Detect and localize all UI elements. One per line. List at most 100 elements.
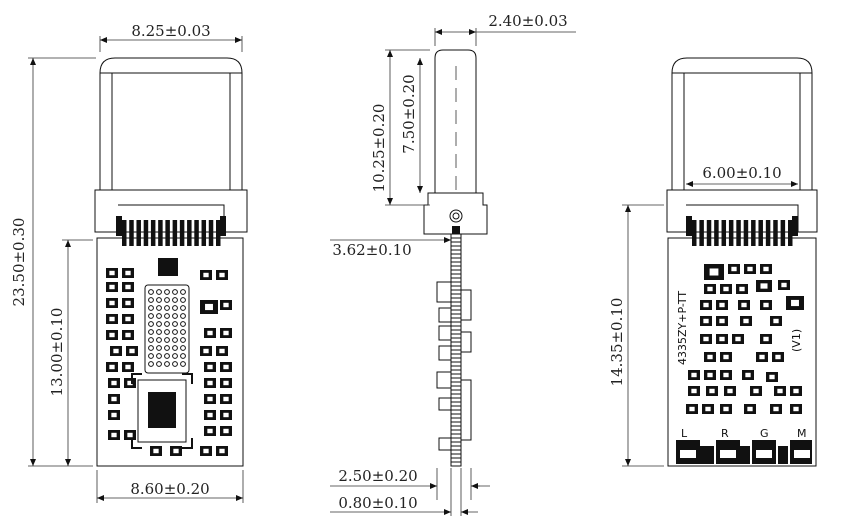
smd-pad bbox=[109, 300, 115, 306]
bga-ball bbox=[156, 289, 162, 295]
smd-pad bbox=[763, 302, 769, 308]
smd-pad bbox=[703, 302, 709, 308]
connector-pin bbox=[788, 220, 793, 246]
smd-pad bbox=[703, 318, 709, 324]
solder-pad bbox=[740, 446, 750, 464]
smd-pad bbox=[747, 406, 753, 412]
bga-ball bbox=[148, 345, 154, 351]
smd-pad bbox=[791, 299, 799, 307]
smd-pad bbox=[691, 372, 697, 378]
smd-pad bbox=[125, 332, 131, 338]
smd-pad bbox=[223, 302, 229, 308]
smd-pad bbox=[205, 303, 213, 311]
bga-ball bbox=[172, 313, 178, 319]
connector-lug bbox=[792, 216, 798, 236]
smd-pad bbox=[719, 302, 725, 308]
bga-ball bbox=[164, 361, 170, 367]
dim-back-length-text: 14.35±0.10 bbox=[608, 298, 626, 387]
back-dim-width: 6.00±0.10 bbox=[686, 164, 798, 187]
bga-ball bbox=[156, 305, 162, 311]
connector-pin bbox=[122, 220, 127, 246]
smd-pad bbox=[113, 348, 119, 354]
bga-ball bbox=[148, 353, 154, 359]
smd-pad bbox=[727, 388, 733, 394]
smd-pad bbox=[777, 388, 783, 394]
smd-pad bbox=[793, 388, 799, 394]
smd-pad bbox=[127, 432, 133, 438]
smd-pad bbox=[719, 318, 725, 324]
front-dim-width-top: 8.25±0.03 bbox=[99, 22, 243, 52]
bga-ball bbox=[180, 289, 186, 295]
back-dim-length: 14.35±0.10 bbox=[608, 204, 664, 467]
front-dim-length-pcb: 13.00±0.10 bbox=[48, 239, 93, 466]
smd-pad bbox=[723, 406, 729, 412]
smd-pad bbox=[109, 332, 115, 338]
side-connector-body bbox=[423, 192, 488, 235]
bga-ball bbox=[172, 321, 178, 327]
connector-pin bbox=[136, 220, 141, 246]
smd-pad bbox=[219, 448, 225, 454]
connector-pin bbox=[743, 220, 749, 246]
smd-pad bbox=[153, 448, 159, 454]
side-tip bbox=[434, 49, 477, 194]
connector-lug bbox=[116, 216, 122, 236]
connector-pin bbox=[187, 220, 192, 246]
outline-bracket bbox=[131, 373, 142, 384]
back-pad-label-m: M bbox=[797, 427, 807, 440]
smd-pad bbox=[219, 348, 225, 354]
smd-pad bbox=[109, 270, 115, 276]
back-usb-c-shell bbox=[666, 57, 818, 233]
dim-length-pcb-text: 13.00±0.10 bbox=[48, 308, 66, 397]
back-solder-pads bbox=[676, 440, 812, 464]
smd-pad bbox=[705, 406, 711, 412]
solder-pad-gap bbox=[680, 450, 696, 458]
smd-pad bbox=[703, 336, 709, 342]
smd-pad bbox=[747, 266, 753, 272]
bga-ball bbox=[172, 353, 178, 359]
smd-pad bbox=[719, 336, 725, 342]
outline-bracket bbox=[182, 373, 193, 384]
bga-ball bbox=[148, 297, 154, 303]
smd-pad bbox=[723, 354, 729, 360]
bga-ball bbox=[172, 361, 178, 367]
side-dim-tip-width: 2.40±0.03 bbox=[434, 12, 576, 46]
bga-ball bbox=[148, 329, 154, 335]
bga-ball bbox=[172, 289, 178, 295]
smd-pad bbox=[129, 348, 135, 354]
dim-thickness-board-text: 0.80±0.10 bbox=[338, 494, 417, 512]
bga-ball bbox=[172, 329, 178, 335]
smd-pad bbox=[707, 286, 713, 292]
connector-lug bbox=[220, 216, 226, 236]
solder-pad-gap bbox=[794, 450, 810, 458]
bga-ball bbox=[164, 297, 170, 303]
smd-pad bbox=[743, 318, 749, 324]
smd-pad bbox=[207, 412, 213, 418]
smd-pad bbox=[793, 406, 799, 412]
dim-length-outer-text: 10.25±0.20 bbox=[370, 104, 388, 193]
smd-pad bbox=[723, 372, 729, 378]
connector-pin bbox=[208, 220, 214, 246]
bga-ball bbox=[164, 321, 170, 327]
front-components bbox=[106, 258, 232, 456]
side-dim-length-outer: 10.25±0.20 bbox=[370, 49, 430, 206]
bga-ball bbox=[156, 353, 162, 359]
front-connector-pins bbox=[116, 216, 226, 246]
side-dim-thickness-total: 2.50±0.20 bbox=[330, 467, 490, 500]
smd-pad bbox=[763, 336, 769, 342]
back-pad-label-l: L bbox=[681, 427, 688, 440]
connector-pin bbox=[736, 220, 741, 246]
connector-pin bbox=[706, 220, 712, 246]
front-view: 8.25±0.03 8.60±0.20 23.50±0.30 13.00±0.1… bbox=[10, 22, 248, 503]
smd-pad bbox=[109, 364, 115, 370]
bga-ball bbox=[156, 337, 162, 343]
bga-ball bbox=[172, 345, 178, 351]
bga-ball bbox=[180, 313, 186, 319]
smd-pad bbox=[223, 396, 229, 402]
connector-pin bbox=[158, 220, 163, 246]
side-view: 2.40±0.03 10.25±0.20 7.50±0.20 3.62±0.10… bbox=[330, 12, 576, 516]
bga-ball bbox=[180, 305, 186, 311]
front-dim-width-bottom: 8.60±0.20 bbox=[96, 470, 244, 503]
bga-ball bbox=[148, 337, 154, 343]
connector-pin bbox=[714, 220, 719, 246]
front-qfn-chip bbox=[137, 379, 187, 443]
